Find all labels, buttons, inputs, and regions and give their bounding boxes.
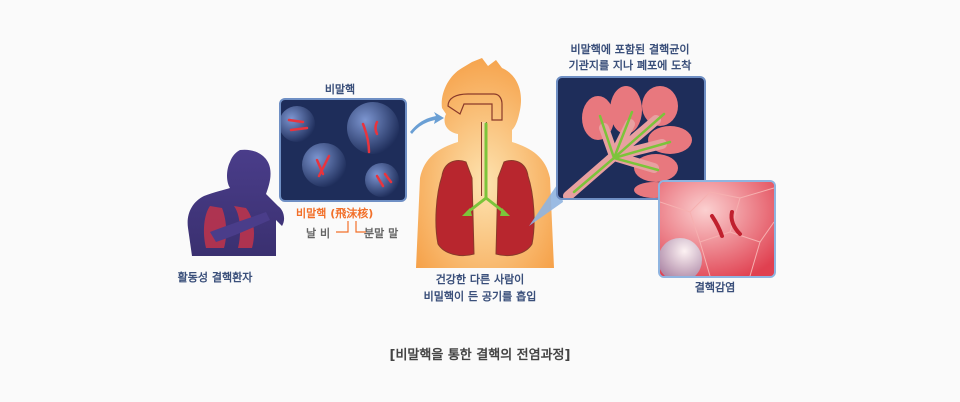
gloss-right: 분말 말: [364, 227, 399, 240]
alveoli-panel: [556, 76, 706, 200]
gloss-left: 날 비: [306, 227, 331, 240]
droplet-panel-title: 비말핵: [324, 83, 356, 96]
infection-panel: [658, 180, 776, 278]
alveoli-bronchi-icon: [563, 86, 692, 198]
tb-bacteria-infection-icon: [660, 182, 774, 276]
gloss-bracket-lines: [336, 221, 366, 233]
human-torso-lungs-icon: [416, 58, 554, 268]
droplet-term-label: 비말핵 (飛沫核): [296, 207, 374, 220]
healthy-person-figure: [412, 58, 558, 268]
callout-wedge: [529, 182, 563, 226]
alveoli-label-line1: 비말핵에 포함된 결핵균이: [570, 43, 690, 56]
droplet-nuclei-icon: [281, 102, 399, 197]
infection-label: 결핵감염: [694, 281, 736, 294]
alveoli-label-line2: 기관지를 지나 폐포에 도착: [568, 59, 692, 72]
patient-figure: [180, 148, 300, 278]
inhalation-label-line2: 비밀핵이 든 공기를 흡입: [423, 290, 537, 303]
droplet-panel: [279, 98, 407, 202]
patient-label: 활동성 결핵환자: [177, 271, 253, 284]
diagram-caption: [비말핵을 통한 결핵의 전염과정]: [389, 348, 571, 363]
inhalation-arrow-icon: [410, 112, 444, 134]
coughing-person-icon: [187, 149, 285, 256]
inhalation-label-line1: 건강한 다른 사람이: [435, 273, 525, 286]
